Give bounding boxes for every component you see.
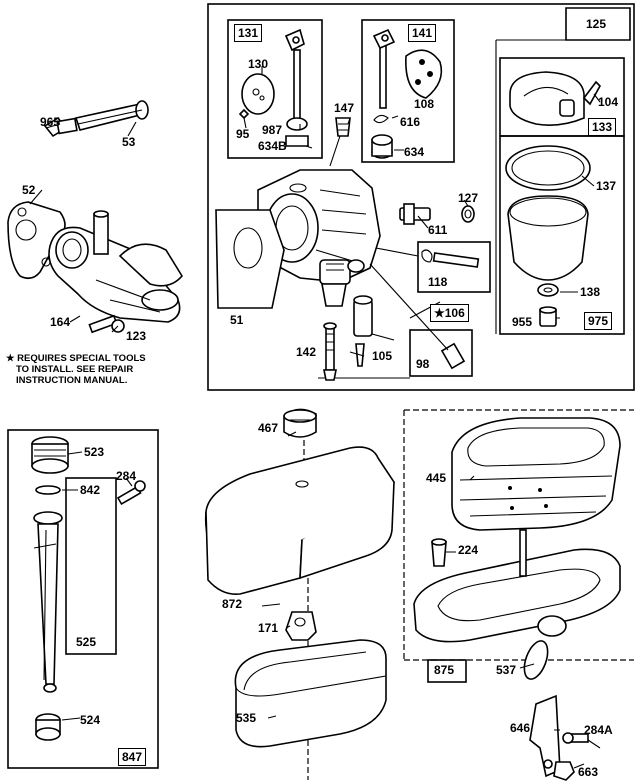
- spring-98: [369, 263, 466, 370]
- label-138: 138: [580, 285, 601, 299]
- label-284A: 284A: [584, 723, 613, 737]
- label-131: 131: [234, 24, 263, 42]
- label-634B: 634B: [258, 139, 287, 153]
- screw-284A: [562, 732, 589, 744]
- label-133: 133: [588, 118, 617, 136]
- box-98-frame: [409, 329, 473, 377]
- special-tools-note: ★ REQUIRES SPECIAL TOOLS TO INSTALL. SEE…: [6, 353, 146, 386]
- label-663: 663: [578, 765, 599, 779]
- label-284: 284: [116, 469, 137, 483]
- label-51: 51: [230, 313, 244, 327]
- label-98: 98: [416, 357, 430, 371]
- box-118-frame: [417, 241, 491, 293]
- label-611: 611: [428, 223, 448, 237]
- label-634: 634: [404, 145, 425, 159]
- label-125: 125: [586, 17, 607, 31]
- fuel-pipe-part: [43, 100, 149, 138]
- label-965: 965: [40, 115, 61, 129]
- label-525: 525: [76, 635, 97, 649]
- box-875-frame: [427, 659, 467, 683]
- air-cleaner-base-875: [413, 529, 621, 643]
- washer-138: [537, 283, 559, 297]
- air-cleaner-cover-872: [204, 446, 395, 596]
- label-646: 646: [510, 721, 531, 735]
- label-224: 224: [458, 543, 479, 557]
- label-118: 118: [428, 275, 448, 289]
- screw-224: [431, 538, 447, 567]
- label-137: 137: [596, 179, 617, 193]
- float-133: [509, 71, 601, 126]
- box-141-frame: [361, 19, 455, 163]
- choke-shaft-141: [371, 28, 443, 159]
- needle-seat-106: [353, 295, 373, 337]
- label-467: 467: [258, 421, 279, 435]
- label-537: 537: [496, 663, 517, 677]
- intake-manifold: [48, 210, 183, 323]
- label-95: 95: [236, 127, 250, 141]
- dipstick-box-847: [7, 429, 159, 769]
- label-52: 52: [22, 183, 36, 197]
- label-127: 127: [458, 191, 479, 205]
- gasket-537: [523, 640, 549, 680]
- bracket-646: [529, 694, 561, 778]
- label-842: 842: [80, 483, 101, 497]
- label-147: 147: [334, 101, 355, 115]
- label-141: 141: [408, 24, 437, 42]
- fitting-611: [399, 203, 431, 225]
- nut-171: [285, 611, 317, 641]
- label-130: 130: [248, 57, 269, 71]
- label-105: 105: [372, 349, 393, 363]
- air-cleaner-knob-467: [283, 408, 317, 438]
- bowl-screw-142: [323, 322, 337, 381]
- screw-284: [116, 480, 146, 506]
- screw-147: [329, 117, 351, 167]
- label-524: 524: [80, 713, 101, 727]
- carburetor-gasket-51: [215, 209, 285, 309]
- ring-127: [461, 205, 475, 223]
- dipstick-tube-assembly: [31, 436, 69, 741]
- carburetor-section-frame: [207, 3, 635, 391]
- box-131-frame: [227, 19, 323, 159]
- label-616: 616: [400, 115, 421, 129]
- label-872: 872: [222, 597, 243, 611]
- label-104: 104: [598, 95, 619, 109]
- label-106: ★106: [430, 304, 469, 322]
- label-847: 847: [118, 748, 147, 766]
- label-523: 523: [84, 445, 105, 459]
- box-125-outline: [565, 7, 631, 41]
- nut-663: [553, 761, 575, 781]
- label-53: 53: [122, 135, 136, 149]
- note-line-2: TO INSTALL. SEE REPAIR: [16, 364, 134, 375]
- float-bowl: [507, 195, 589, 281]
- note-line-3: INSTRUCTION MANUAL.: [16, 375, 128, 386]
- idle-screw-118: [375, 247, 480, 268]
- label-108: 108: [414, 97, 435, 111]
- label-975: 975: [584, 312, 613, 330]
- label-142: 142: [296, 345, 317, 359]
- label-123: 123: [126, 329, 147, 343]
- label-535: 535: [236, 711, 257, 725]
- note-line-1: ★ REQUIRES SPECIAL TOOLS: [6, 353, 146, 364]
- box-975-frame: [499, 135, 625, 335]
- label-875: 875: [434, 663, 455, 677]
- box-525-frame: [65, 477, 117, 655]
- bowl-gasket-137: [505, 145, 591, 191]
- label-445: 445: [426, 471, 447, 485]
- label-955: 955: [512, 315, 533, 329]
- label-987: 987: [262, 123, 283, 137]
- label-171: 171: [258, 621, 279, 635]
- throttle-shaft-131: [238, 28, 309, 147]
- bowl-nut-955: [539, 306, 557, 327]
- air-filter-445: [451, 417, 621, 531]
- label-164: 164: [50, 315, 71, 329]
- pre-cleaner-535: [234, 639, 387, 748]
